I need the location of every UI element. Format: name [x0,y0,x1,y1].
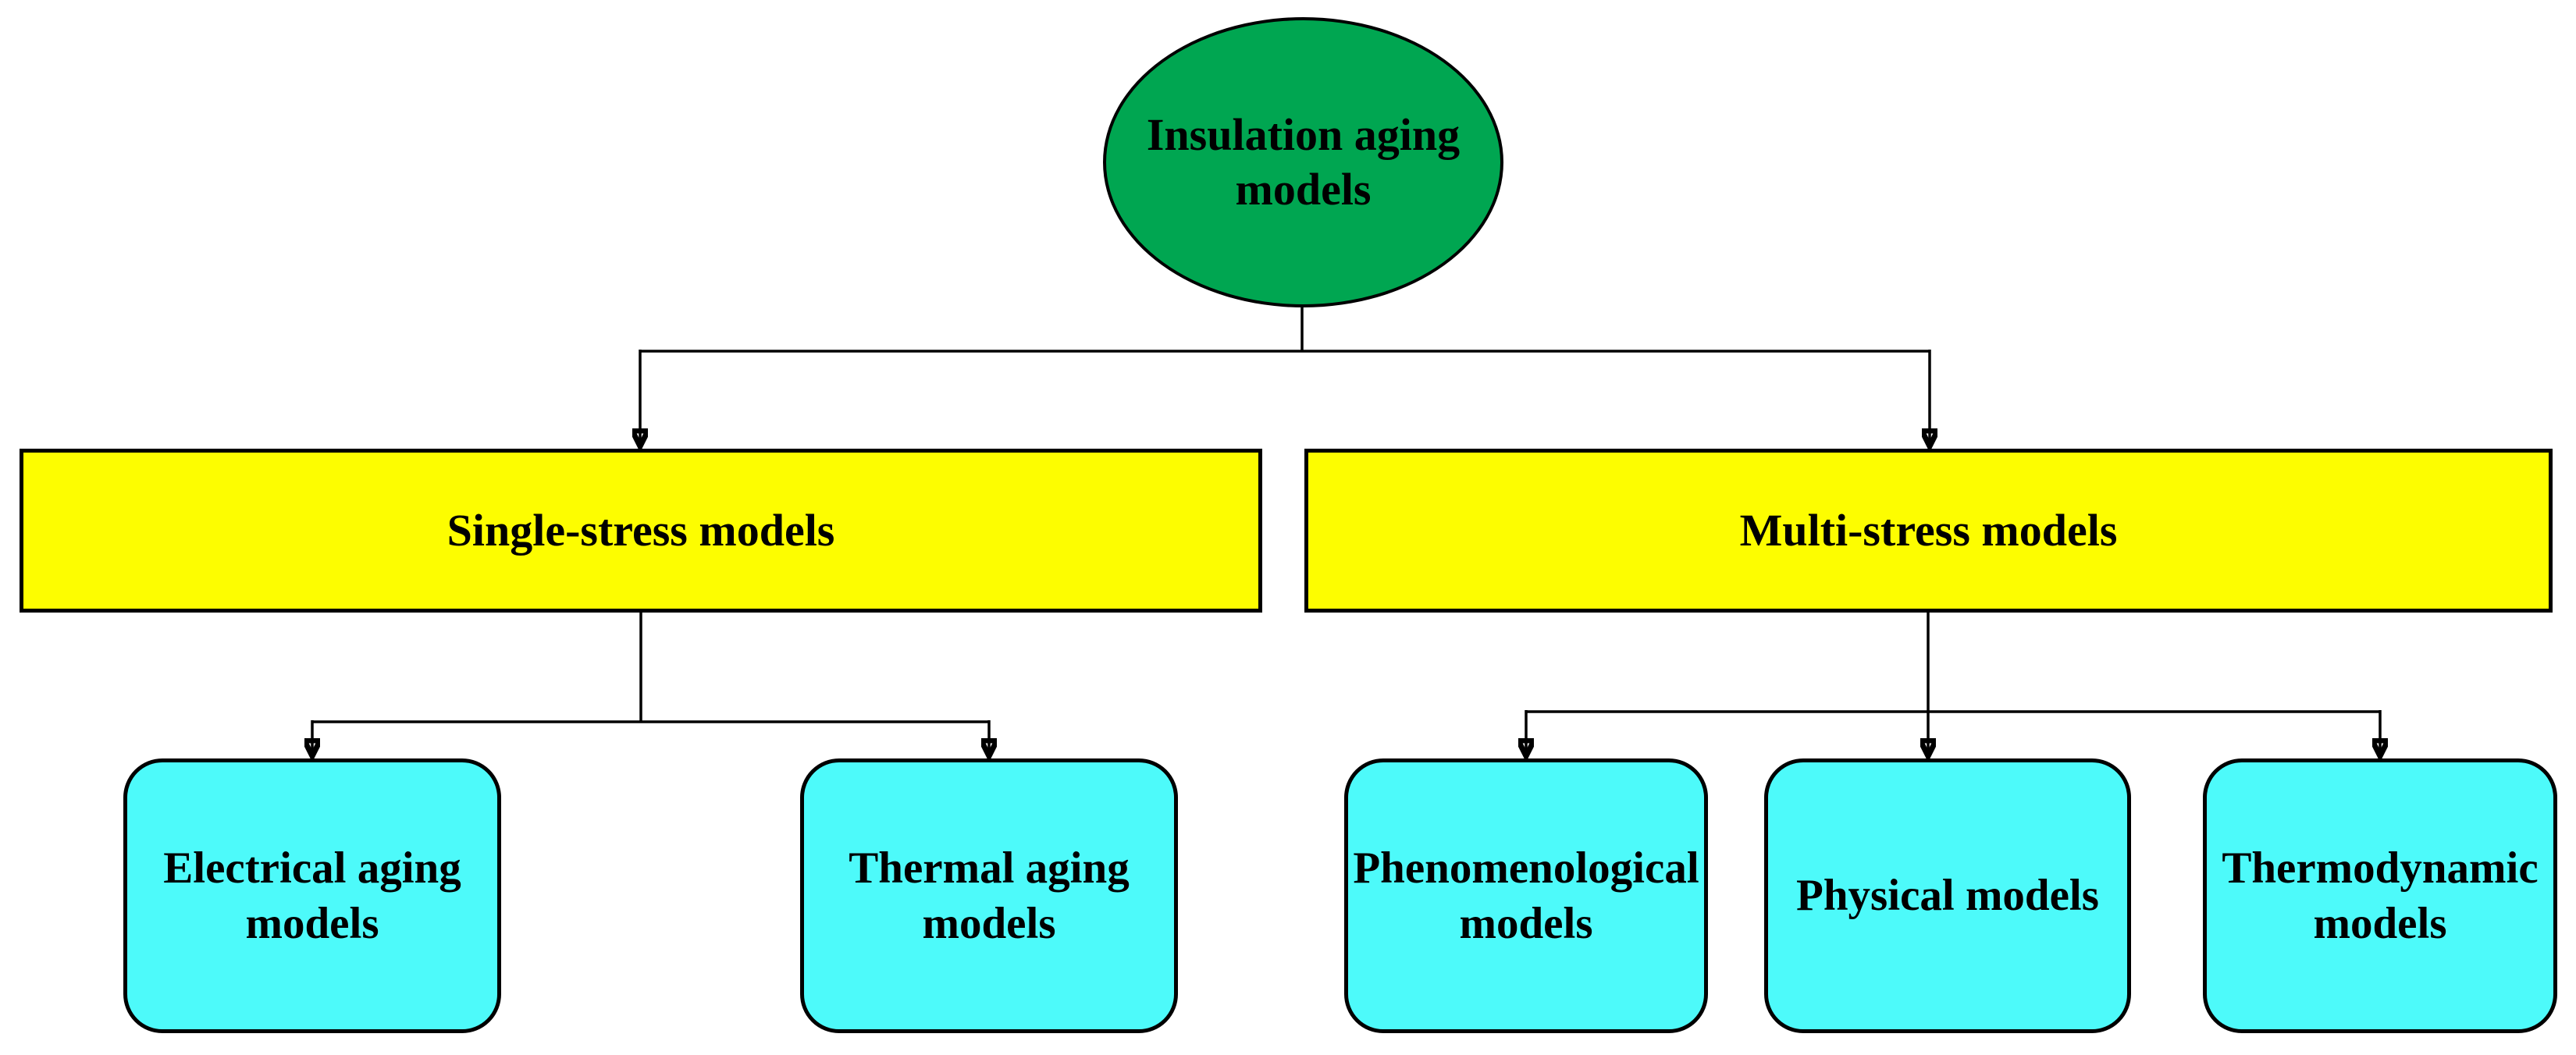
node-electrical-aging-models: Electrical aging models [123,758,501,1033]
node-insulation-aging-models: Insulation aging models [1103,17,1503,307]
node-multi-stress-models-label: Multi-stress models [1739,504,2118,556]
node-multi-stress-models: Multi-stress models [1304,449,2553,613]
node-insulation-aging-models-label: Insulation aging models [1146,109,1461,215]
node-phenomenological-models: Phenomenological models [1344,758,1708,1033]
node-thermal-aging-models-label: Thermal aging models [849,843,1130,948]
node-thermal-aging-models: Thermal aging models [800,758,1178,1033]
node-phenomenological-models-label: Phenomenological models [1353,843,1699,948]
node-single-stress-models: Single-stress models [20,449,1262,613]
node-thermodynamic-models: Thermodynamic models [2203,758,2557,1033]
node-single-stress-models-label: Single-stress models [447,504,835,556]
node-physical-models-label: Physical models [1796,871,2099,921]
node-physical-models: Physical models [1764,758,2131,1033]
node-thermodynamic-models-label: Thermodynamic models [2222,843,2539,948]
node-electrical-aging-models-label: Electrical aging models [163,843,461,948]
